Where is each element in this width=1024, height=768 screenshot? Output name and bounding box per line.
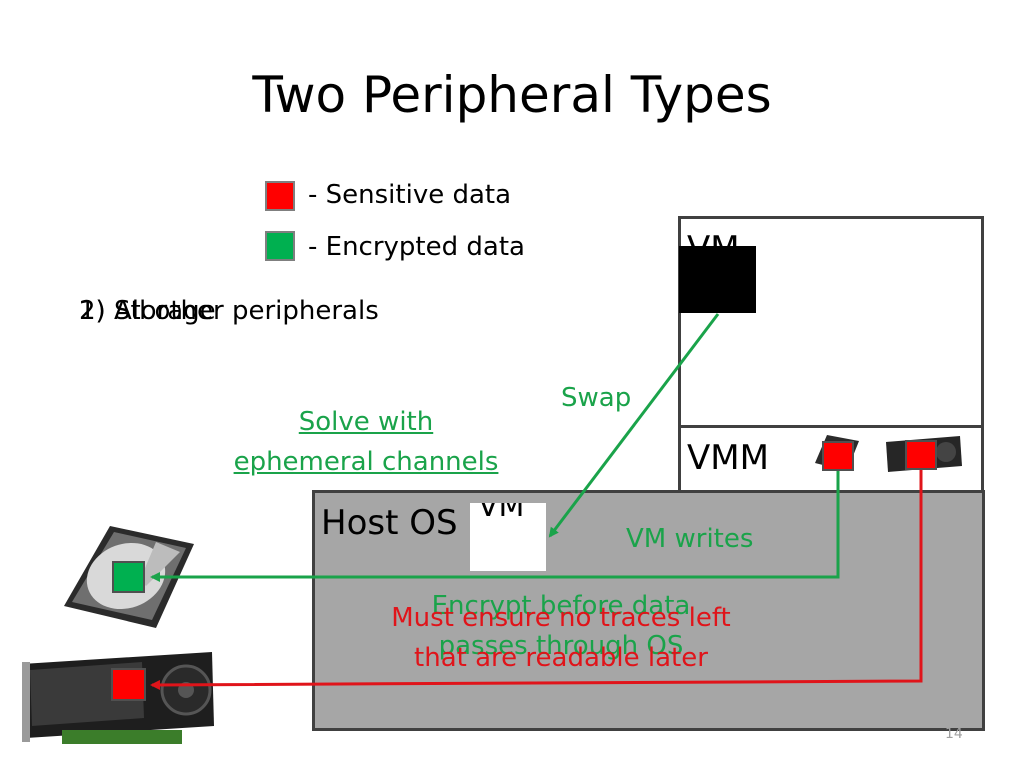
- hard-disk-encrypted-data-marker: [112, 561, 145, 593]
- vmm-disk-sensitive-data-marker: [822, 441, 854, 471]
- traces-line-2: that are readable later: [414, 643, 708, 673]
- host-vm-box: VM: [470, 503, 546, 571]
- vmm-gpu-sensitive-data-marker: [905, 440, 937, 470]
- gpu-data-arrow: [150, 470, 923, 690]
- host-os-box: Host OS: [312, 490, 985, 731]
- slide-title: Two Peripheral Types: [252, 66, 772, 124]
- vm-memory-block: [679, 246, 756, 313]
- encrypt-line-1: Encrypt before data: [431, 591, 691, 621]
- page-number: 14: [945, 726, 963, 742]
- swap-label: Swap: [561, 383, 632, 413]
- encrypted-data-swatch: [265, 231, 295, 261]
- gpu-sensitive-data-marker: [111, 668, 146, 701]
- vm-writes-label: VM writes: [626, 524, 754, 554]
- list-item-other-peripherals: 2) All other peripherals: [79, 296, 379, 326]
- host-vm-label: VM: [478, 503, 525, 524]
- traces-line-1: Must ensure no traces left: [391, 603, 731, 633]
- sensitive-data-swatch: [265, 181, 295, 211]
- host-os-label: Host OS: [321, 503, 458, 543]
- vm-writes-arrow: [150, 471, 840, 582]
- vmm-label: VMM: [687, 438, 769, 478]
- solve-line-2: ephemeral channels: [233, 447, 499, 477]
- traces-note: Must ensure no traces left that are read…: [370, 598, 752, 678]
- solve-line-1: Solve with: [298, 407, 434, 437]
- swap-arrow: [548, 313, 720, 538]
- encrypt-note: Encrypt before data passes through OS: [380, 586, 742, 666]
- list-item-storage: 1) Storage: [79, 296, 216, 326]
- encrypted-data-legend-label: - Encrypted data: [308, 232, 525, 262]
- encrypt-line-2: passes through OS: [438, 631, 684, 661]
- solve-ephemeral-note: Solve with ephemeral channels: [220, 402, 512, 482]
- sensitive-data-legend-label: - Sensitive data: [308, 180, 512, 210]
